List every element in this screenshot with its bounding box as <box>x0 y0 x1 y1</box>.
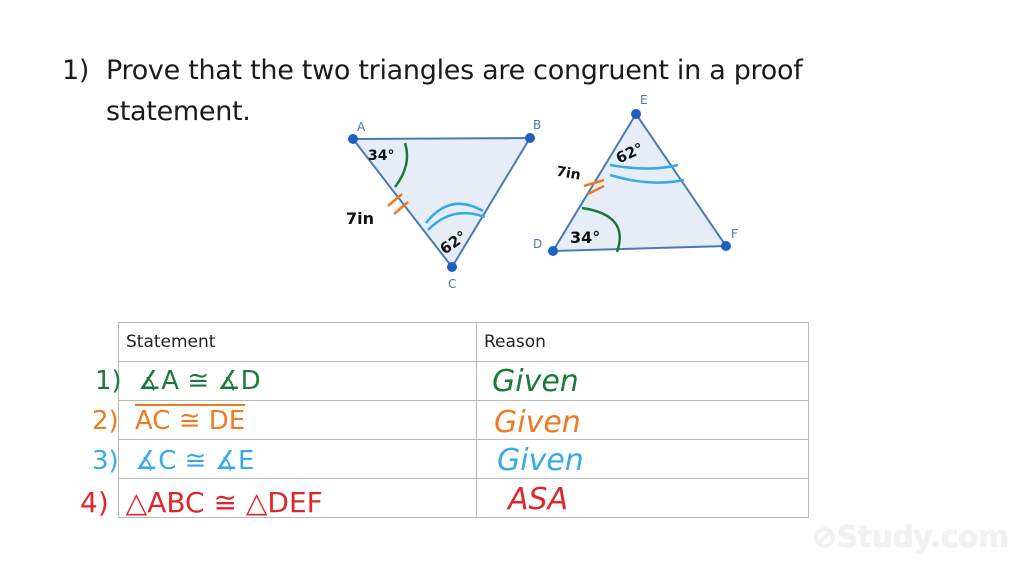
vertex-b-dot <box>525 133 535 143</box>
side-de-tick-1 <box>583 178 605 188</box>
vertex-d-dot <box>548 246 558 256</box>
angle-d-value: 34° <box>570 228 600 247</box>
header-statement: Statement <box>118 322 477 362</box>
triangle-def: E D F 62° 7in 34° <box>533 93 738 256</box>
table-row <box>118 400 809 440</box>
angle-e-arc-2 <box>609 173 685 184</box>
table-row <box>118 478 809 518</box>
vertex-e-dot <box>631 109 641 119</box>
proof-table: Statement Reason <box>118 322 809 518</box>
watermark-logo-icon: ⊘ <box>812 520 837 555</box>
row-3-number: 3) <box>92 446 119 476</box>
row-1-statement-text: ∡A ≅ ∡D <box>137 366 261 396</box>
vertex-f-dot <box>721 241 731 251</box>
row-1-statement: 1) ∡A ≅ ∡D <box>95 366 261 396</box>
row-4-reason: ASA <box>508 482 569 517</box>
vertex-a-dot <box>348 134 358 144</box>
study-com-watermark: ⊘Study.com <box>812 520 1009 555</box>
row-1-number: 1) <box>95 366 122 396</box>
triangle-abc: A B C 34° 7in 62° <box>346 118 541 291</box>
side-ac-tick-2 <box>393 201 409 215</box>
row-4-statement: 4) △ABC ≅ △DEF <box>80 486 323 519</box>
row-3-reason: Given <box>497 443 584 478</box>
question-number: 1) <box>62 55 90 86</box>
label-e: E <box>640 93 648 107</box>
label-b: B <box>533 118 541 132</box>
row-3-statement: 3) ∡C ≅ ∡E <box>92 446 254 476</box>
side-ac-tick-1 <box>387 193 403 207</box>
table-row <box>118 439 809 479</box>
row-2-number: 2) <box>92 406 119 436</box>
row-2-statement-text: AC ≅ DE <box>134 406 246 436</box>
watermark-text: Study.com <box>836 520 1010 555</box>
row-3-statement-text: ∡C ≅ ∡E <box>134 446 255 476</box>
angle-c-arc-1 <box>425 202 484 224</box>
side-de-length: 7in <box>555 164 582 184</box>
angle-e-arc-1 <box>609 163 679 170</box>
label-a: A <box>357 120 366 134</box>
table-header-row: Statement Reason <box>118 322 809 362</box>
row-4-number: 4) <box>80 486 109 519</box>
question-text: Prove that the two triangles are congrue… <box>106 55 803 127</box>
angle-d-arc <box>581 206 622 253</box>
label-f: F <box>731 227 738 241</box>
row-1-reason: Given <box>492 364 579 399</box>
angle-a-value: 34° <box>368 148 394 164</box>
row-2-statement: 2) AC ≅ DE <box>92 406 245 436</box>
label-d: D <box>533 237 542 251</box>
angle-c-arc-2 <box>427 211 486 231</box>
angle-a-arc <box>394 142 409 188</box>
side-ac-length: 7in <box>346 209 374 228</box>
row-4-statement-text: △ABC ≅ △DEF <box>125 486 323 519</box>
row-2-reason: Given <box>494 405 581 440</box>
side-de-tick-2 <box>587 184 605 196</box>
header-reason: Reason <box>476 322 809 362</box>
label-c: C <box>448 277 456 291</box>
vertex-c-dot <box>447 262 457 272</box>
table-row <box>118 361 809 401</box>
